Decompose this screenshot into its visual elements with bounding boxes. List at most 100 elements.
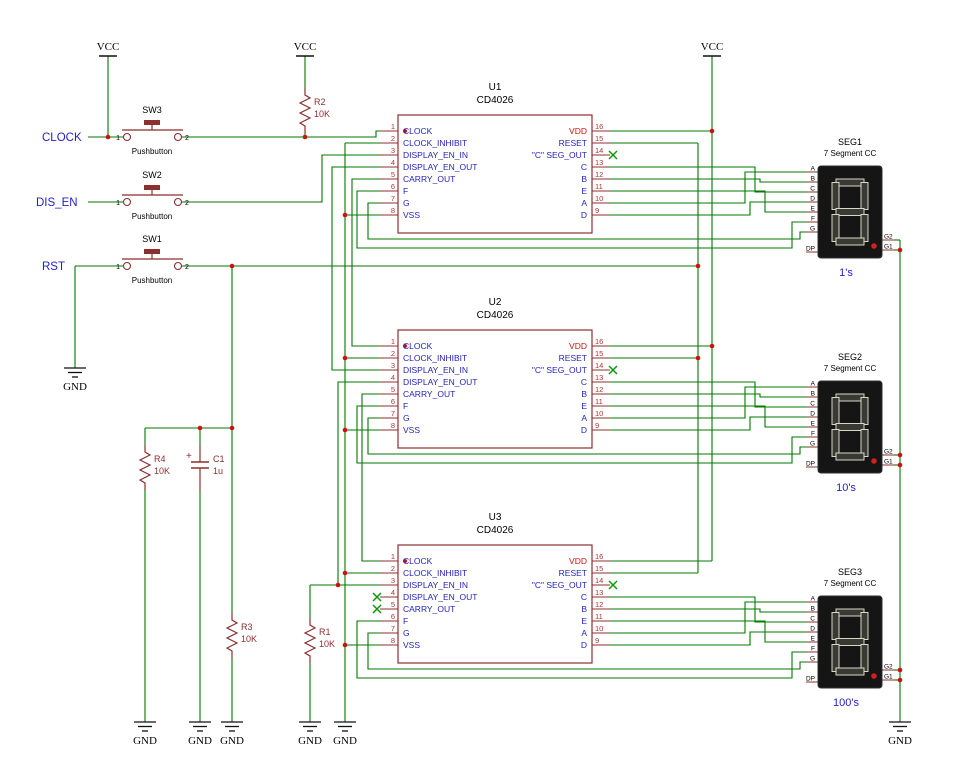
resistor-refdes: R2 xyxy=(314,97,326,107)
wire xyxy=(367,202,806,240)
switch-type: Pushbutton xyxy=(132,276,172,285)
pin-number: 13 xyxy=(595,588,603,597)
display-dp-dot xyxy=(871,673,877,679)
ic-refdes: U1 xyxy=(489,82,502,93)
switch-type: Pushbutton xyxy=(132,147,172,156)
display-segment xyxy=(860,214,869,242)
pin1-marker xyxy=(403,129,407,133)
pin-label: B xyxy=(581,174,587,184)
display-segment xyxy=(835,452,865,461)
gnd-symbol[interactable]: GND xyxy=(333,721,357,747)
pin-label: D xyxy=(581,425,587,435)
pin-number: 2 xyxy=(391,134,395,143)
pin-label: DISPLAY_EN_IN xyxy=(403,580,468,590)
pin-label: F xyxy=(403,616,408,626)
pin-number: 6 xyxy=(391,397,395,406)
vcc-symbol[interactable]: VCC xyxy=(294,41,317,57)
display-pin-label: G2 xyxy=(884,664,893,671)
pin-number: 5 xyxy=(391,385,395,394)
pin-number: 14 xyxy=(595,361,603,370)
display-digit-label: 1's xyxy=(839,267,853,279)
junction-dot xyxy=(342,642,348,648)
display-refdes: SEG2 xyxy=(838,352,862,362)
gnd-symbol[interactable]: GND xyxy=(133,721,157,747)
gnd-symbol[interactable]: GND xyxy=(220,721,244,747)
pin-number: 16 xyxy=(595,122,603,131)
display-segment xyxy=(835,393,865,402)
display-segment xyxy=(835,667,865,676)
pin-number: 16 xyxy=(595,552,603,561)
net-label-clock: CLOCK xyxy=(42,132,82,144)
pin-number: 10 xyxy=(595,409,603,418)
vcc-symbol[interactable]: VCC xyxy=(97,41,120,57)
display-pin-label: G1 xyxy=(884,459,893,466)
display-pin-label: G2 xyxy=(884,449,893,456)
display-digit-label: 10's xyxy=(836,482,856,494)
switch-terminal xyxy=(173,132,183,142)
vcc-label: VCC xyxy=(294,41,317,53)
display-dp-dot xyxy=(871,458,877,464)
junction-dot xyxy=(897,667,903,673)
pin-label: DISPLAY_EN_IN xyxy=(403,365,468,375)
pin-number: 1 xyxy=(391,552,395,561)
display-pin-label: E xyxy=(811,421,816,428)
display-pin-label: B xyxy=(811,176,815,183)
pin-number: 2 xyxy=(185,135,189,142)
gnd-symbol[interactable]: GND xyxy=(188,721,212,747)
switch-type: Pushbutton xyxy=(132,212,172,221)
display-segment xyxy=(835,178,865,187)
pin-number: 6 xyxy=(391,182,395,191)
pin-label: C xyxy=(581,162,587,172)
ic-part-number: CD4026 xyxy=(477,525,514,536)
gnd-symbol[interactable]: GND xyxy=(63,367,87,393)
pin-number: 10 xyxy=(595,194,603,203)
gnd-symbol[interactable]: GND xyxy=(298,721,322,747)
display-segment xyxy=(860,429,869,457)
wire xyxy=(610,393,806,398)
vcc-symbol[interactable]: VCC xyxy=(701,41,724,57)
wire xyxy=(610,416,806,431)
vcc-label: VCC xyxy=(97,41,120,53)
pin-label: G xyxy=(403,198,410,208)
gnd-symbol[interactable]: GND xyxy=(888,721,912,747)
wire xyxy=(610,201,806,216)
gnd-label: GND xyxy=(333,735,357,747)
switch-terminal xyxy=(122,261,132,271)
wire xyxy=(367,632,806,670)
display-refdes: SEG1 xyxy=(838,137,862,147)
wire xyxy=(367,417,806,455)
pin-label: E xyxy=(581,616,587,626)
pin-number: 4 xyxy=(391,588,395,597)
display-pin-label: C xyxy=(810,186,815,193)
pushbutton-cap xyxy=(144,249,160,254)
display-segment xyxy=(860,612,869,640)
pin-label: F xyxy=(403,186,408,196)
display-segment xyxy=(835,638,865,646)
gnd-label: GND xyxy=(888,735,912,747)
wire xyxy=(182,154,380,203)
pin1-marker xyxy=(403,344,407,348)
switch-refdes: SW3 xyxy=(142,105,162,115)
display-pin-label: E xyxy=(811,206,816,213)
ic-refdes: U3 xyxy=(489,512,502,523)
switch-terminal xyxy=(122,132,132,142)
pin-number: 3 xyxy=(391,576,395,585)
pin-number: 15 xyxy=(595,349,603,358)
pin-number: 11 xyxy=(595,612,603,621)
